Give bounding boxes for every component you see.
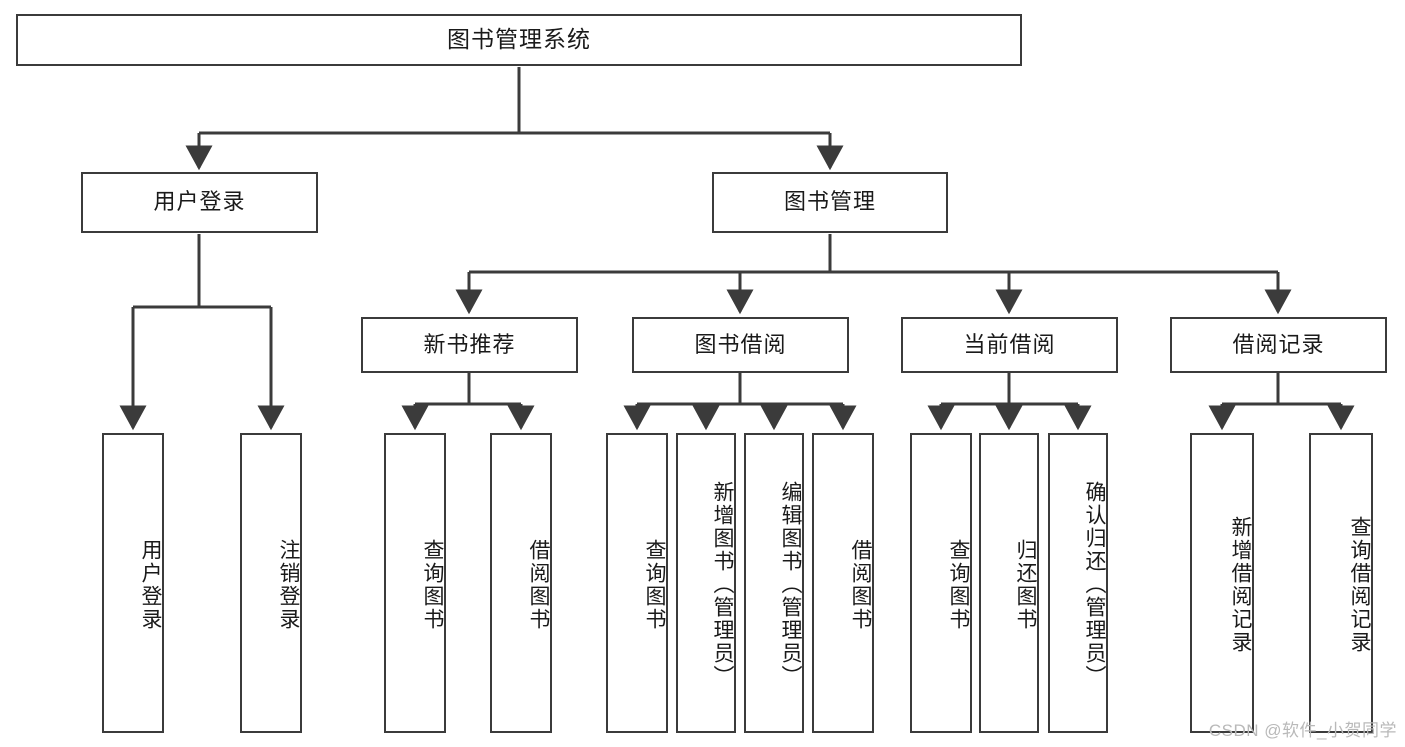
leaf-book-borrow-query-books[interactable]: 查询图书 xyxy=(606,433,668,733)
node-new-book-recommend[interactable]: 新书推荐 xyxy=(361,317,578,373)
leaf-current-borrow-confirm-return-admin[interactable]: 确认归还（管理员） xyxy=(1048,433,1108,733)
csdn-watermark: CSDN @软件_小贺同学 xyxy=(1208,721,1397,740)
leaf-new-book-borrow-books[interactable]: 借阅图书 xyxy=(490,433,552,733)
leaf-new-book-query-books[interactable]: 查询图书 xyxy=(384,433,446,733)
leaf-current-borrow-return-books[interactable]: 归还图书 xyxy=(979,433,1039,733)
node-book-management[interactable]: 图书管理 xyxy=(712,172,948,233)
leaf-user-login-logout[interactable]: 注销登录 xyxy=(240,433,302,733)
node-root-book-management-system[interactable]: 图书管理系统 xyxy=(16,14,1022,66)
leaf-borrow-records-add-record[interactable]: 新增借阅记录 xyxy=(1190,433,1254,733)
leaf-user-login-login[interactable]: 用户登录 xyxy=(102,433,164,733)
leaf-current-borrow-query-books[interactable]: 查询图书 xyxy=(910,433,972,733)
node-current-borrow[interactable]: 当前借阅 xyxy=(901,317,1118,373)
leaf-book-borrow-add-book-admin[interactable]: 新增图书（管理员） xyxy=(676,433,736,733)
leaf-book-borrow-borrow-books[interactable]: 借阅图书 xyxy=(812,433,874,733)
node-user-login[interactable]: 用户登录 xyxy=(81,172,318,233)
leaf-book-borrow-edit-book-admin[interactable]: 编辑图书（管理员） xyxy=(744,433,804,733)
leaf-borrow-records-query-record[interactable]: 查询借阅记录 xyxy=(1309,433,1373,733)
node-book-borrow[interactable]: 图书借阅 xyxy=(632,317,849,373)
node-borrow-records[interactable]: 借阅记录 xyxy=(1170,317,1387,373)
